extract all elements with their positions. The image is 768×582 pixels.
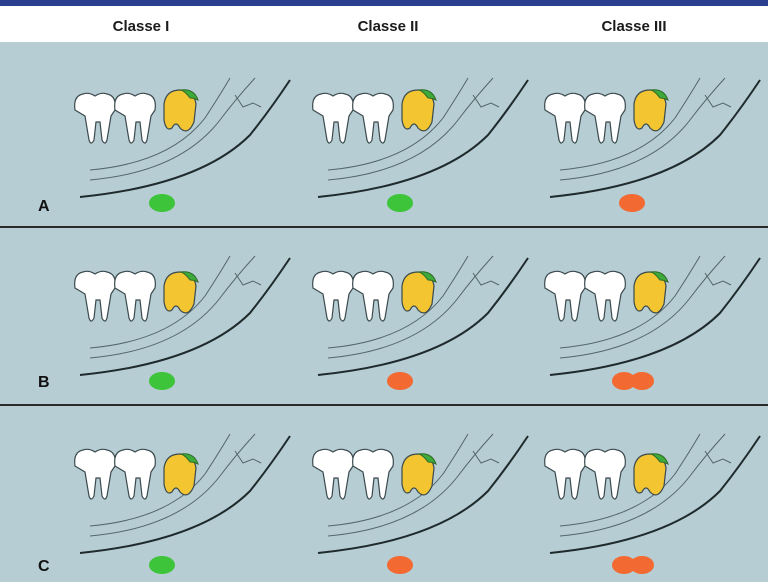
molar-tooth xyxy=(115,271,156,321)
molar-tooth xyxy=(545,93,586,143)
canal-line xyxy=(560,434,700,526)
canal-line xyxy=(90,434,230,526)
molar-tooth xyxy=(115,93,156,143)
molar-tooth xyxy=(75,93,116,143)
canal-line xyxy=(560,256,700,348)
molar-tooth xyxy=(313,271,354,321)
molar-tooth xyxy=(353,271,394,321)
molar-tooth xyxy=(585,93,626,143)
difficulty-marker-orange xyxy=(387,372,413,390)
molar-tooth xyxy=(353,93,394,143)
difficulty-marker-green xyxy=(149,194,175,212)
canal-line xyxy=(90,78,230,170)
molar-tooth xyxy=(585,449,626,499)
difficulty-marker-orange xyxy=(387,556,413,574)
molar-tooth xyxy=(545,271,586,321)
row-label-c: C xyxy=(38,558,50,576)
row-label-a: A xyxy=(38,198,50,216)
molar-tooth xyxy=(353,449,394,499)
canal-line xyxy=(328,434,468,526)
molar-tooth xyxy=(313,93,354,143)
canal-line xyxy=(560,78,700,170)
molar-tooth xyxy=(585,271,626,321)
molar-tooth xyxy=(75,449,116,499)
difficulty-marker-orange xyxy=(630,556,654,574)
molar-tooth xyxy=(115,449,156,499)
canal-line xyxy=(90,256,230,348)
molar-tooth xyxy=(313,449,354,499)
canal-line xyxy=(328,256,468,348)
molar-tooth xyxy=(545,449,586,499)
difficulty-marker-green xyxy=(387,194,413,212)
row-label-b: B xyxy=(38,374,50,392)
difficulty-marker-green xyxy=(149,372,175,390)
difficulty-marker-orange xyxy=(630,372,654,390)
difficulty-marker-green xyxy=(149,556,175,574)
canal-line xyxy=(328,78,468,170)
difficulty-marker-orange xyxy=(619,194,645,212)
molar-tooth xyxy=(75,271,116,321)
